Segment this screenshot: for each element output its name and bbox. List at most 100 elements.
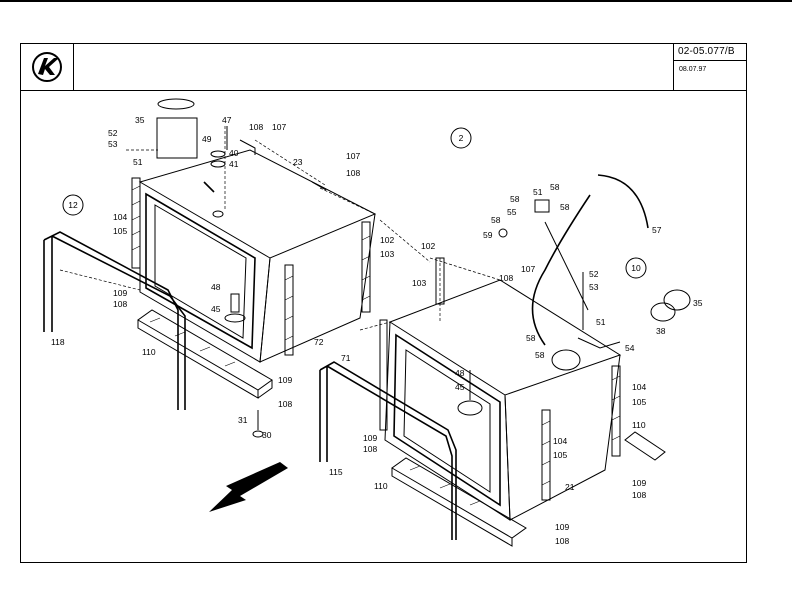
part-callout: 53 xyxy=(589,282,599,292)
sender-ring-45 xyxy=(224,313,246,323)
part-callout: 108 xyxy=(113,299,127,309)
sender-unit-48 xyxy=(230,293,240,313)
part-callout: 48 xyxy=(211,282,221,292)
part-callout: 103 xyxy=(380,249,394,259)
doc-number: 02-05.077/B xyxy=(678,46,735,57)
left-tank-front xyxy=(139,182,271,363)
logo-cell xyxy=(21,44,74,90)
part-callout: 105 xyxy=(632,397,646,407)
left-tank-top xyxy=(138,149,377,259)
vent-line xyxy=(544,221,589,311)
part-callout: 53 xyxy=(108,139,118,149)
part-callout: 108 xyxy=(632,490,646,500)
right-strap-115 xyxy=(319,361,457,540)
right-tank-top xyxy=(388,279,622,396)
bracket-23 xyxy=(239,139,327,191)
part-callout: 102 xyxy=(380,235,394,245)
left-strap-pad-rear xyxy=(284,264,294,356)
part-callout: 108 xyxy=(363,444,377,454)
right-tank-front-inner xyxy=(403,349,491,493)
fitting-40 xyxy=(210,150,226,158)
assembly-callout: 10 xyxy=(631,263,641,273)
bracket-54 xyxy=(577,337,621,349)
part-callout: 51 xyxy=(133,157,143,167)
part-callout: 58 xyxy=(535,350,545,360)
left-strap-pad-104 xyxy=(131,177,141,269)
part-callout: 102 xyxy=(421,241,435,251)
part-callout: 58 xyxy=(526,333,536,343)
title-block: 02-05.077/B 08.07.97 xyxy=(21,44,747,91)
part-callout: 41 xyxy=(229,159,239,169)
right-sender-45 xyxy=(457,400,483,416)
right-strap-pad-104 xyxy=(541,409,551,501)
part-callout: 104 xyxy=(553,436,567,446)
left-tank-assembly xyxy=(43,98,377,512)
right-cap-seal-38 xyxy=(650,302,676,322)
part-callout: 45 xyxy=(455,382,465,392)
part-callout: 54 xyxy=(625,343,635,353)
doc-date: 08.07.97 xyxy=(679,66,707,73)
part-callout: 105 xyxy=(553,450,567,460)
part-callout: 21 xyxy=(565,482,575,492)
fitting-59 xyxy=(498,228,508,238)
part-callout: 110 xyxy=(142,347,156,357)
drain-plug xyxy=(212,210,224,218)
valve-block-51 xyxy=(534,199,550,213)
right-filler-neck xyxy=(551,349,581,371)
left-step-110 xyxy=(137,309,273,399)
assembly-callout-circle xyxy=(62,194,84,216)
part-callout: 105 xyxy=(113,226,127,236)
washer-30 xyxy=(252,430,264,438)
part-callout: 108 xyxy=(555,536,569,546)
part-callout: 55 xyxy=(507,207,517,217)
part-callout: 107 xyxy=(272,122,286,132)
part-callout: 109 xyxy=(632,478,646,488)
hose-58 xyxy=(531,194,591,346)
left-tank-front-rim xyxy=(145,192,256,350)
side-step-110 xyxy=(624,431,666,461)
drawing-frame: 02-05.077/B 08.07.97 xyxy=(20,43,747,563)
part-callout: 58 xyxy=(560,202,570,212)
part-callout: 109 xyxy=(278,375,292,385)
fitting-41 xyxy=(210,160,226,168)
right-strap-pad-105 xyxy=(611,365,621,457)
part-callout: 72 xyxy=(314,337,324,347)
part-callout: 45 xyxy=(211,304,221,314)
part-callout: 108 xyxy=(249,122,263,132)
part-callout: 58 xyxy=(491,215,501,225)
right-tank-front xyxy=(384,321,511,521)
part-callout: 107 xyxy=(346,151,360,161)
right-step-110 xyxy=(391,457,527,547)
part-callout: 108 xyxy=(346,168,360,178)
part-callout: 107 xyxy=(521,264,535,274)
part-callout: 23 xyxy=(293,157,303,167)
left-filler-neck xyxy=(156,117,198,159)
part-callout: 30 xyxy=(262,430,272,440)
direction-arrow-icon xyxy=(209,462,288,512)
doc-code-cell: 02-05.077/B 08.07.97 xyxy=(673,44,747,90)
left-filler-cap-35 xyxy=(157,98,195,110)
part-callout: 51 xyxy=(596,317,606,327)
part-callout: 51 xyxy=(533,187,543,197)
left-tank-front-inner xyxy=(154,204,247,339)
part-callout: 35 xyxy=(693,298,703,308)
part-callout: 109 xyxy=(363,433,377,443)
part-callout: 104 xyxy=(113,212,127,222)
part-callout: 71 xyxy=(341,353,351,363)
part-callout: 110 xyxy=(374,481,388,491)
right-tank-front-rim xyxy=(393,333,501,507)
part-callout: 109 xyxy=(555,522,569,532)
assembly-callout: 2 xyxy=(459,133,464,143)
left-strap-pad-103 xyxy=(361,221,371,313)
part-callout: 104 xyxy=(632,382,646,392)
hose-57 xyxy=(597,174,649,229)
part-callout: 58 xyxy=(510,194,520,204)
code-cell-divider xyxy=(674,60,747,61)
part-callout: 31 xyxy=(238,415,248,425)
part-callout: 58 xyxy=(550,182,560,192)
part-callout: 52 xyxy=(589,269,599,279)
part-callout: 49 xyxy=(202,134,212,144)
part-callout: 109 xyxy=(113,288,127,298)
right-strap-pad-103 xyxy=(435,257,445,305)
part-callout: 108 xyxy=(278,399,292,409)
